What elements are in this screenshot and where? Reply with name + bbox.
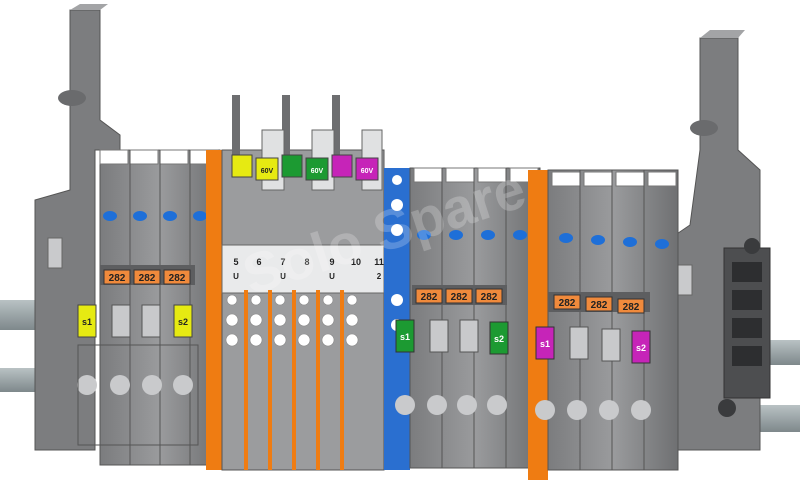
number-label: 8 bbox=[304, 257, 309, 267]
number-label: 11 bbox=[374, 257, 384, 267]
number-sub: 2 bbox=[377, 272, 382, 281]
marker-s2: s2 bbox=[636, 343, 646, 353]
count-label: 282 bbox=[109, 273, 126, 284]
number-label: 7 bbox=[280, 257, 285, 267]
blue-separator bbox=[384, 168, 410, 470]
count-label: 282 bbox=[421, 292, 438, 303]
marker-s1: s1 bbox=[540, 339, 550, 349]
count-label: 282 bbox=[623, 302, 640, 313]
marker-s2: s2 bbox=[178, 317, 188, 327]
count-label: 282 bbox=[481, 292, 498, 303]
count-label: 282 bbox=[139, 273, 156, 284]
number-label: 9 bbox=[329, 257, 334, 267]
number-sub: U bbox=[329, 272, 335, 281]
number-label: 6 bbox=[256, 257, 261, 267]
top-marker: 60V bbox=[261, 168, 274, 175]
right-terminal-group-b: 282 282 282 s1 s2 bbox=[535, 169, 679, 471]
right-terminal-group-a: 282 282 282 s1 s2 bbox=[395, 167, 541, 469]
marker-s1: s1 bbox=[400, 332, 410, 342]
left-terminal-group: 282 282 282 s1 s2 bbox=[77, 149, 221, 466]
number-labels: 5 U 6 7 U 8 9 U 10 11 2 bbox=[233, 257, 384, 281]
top-marker: 60V bbox=[311, 168, 324, 175]
top-marker: 60V bbox=[361, 168, 374, 175]
count-label: 282 bbox=[169, 273, 186, 284]
number-sub: U bbox=[280, 272, 286, 281]
number-sub: U bbox=[233, 272, 239, 281]
middle-terminal-group: 60V 60V 60V 5 U 6 7 U 8 9 U 10 11 2 bbox=[221, 95, 385, 471]
right-end-bracket bbox=[667, 30, 771, 451]
number-label: 10 bbox=[351, 257, 361, 267]
marker-s2: s2 bbox=[494, 334, 504, 344]
count-label: 282 bbox=[451, 292, 468, 303]
left-end-bracket bbox=[34, 4, 121, 451]
orange-separator bbox=[206, 150, 222, 470]
number-label: 5 bbox=[233, 257, 238, 267]
marker-s1: s1 bbox=[82, 317, 92, 327]
count-label: 282 bbox=[591, 300, 608, 311]
count-label: 282 bbox=[559, 298, 576, 309]
